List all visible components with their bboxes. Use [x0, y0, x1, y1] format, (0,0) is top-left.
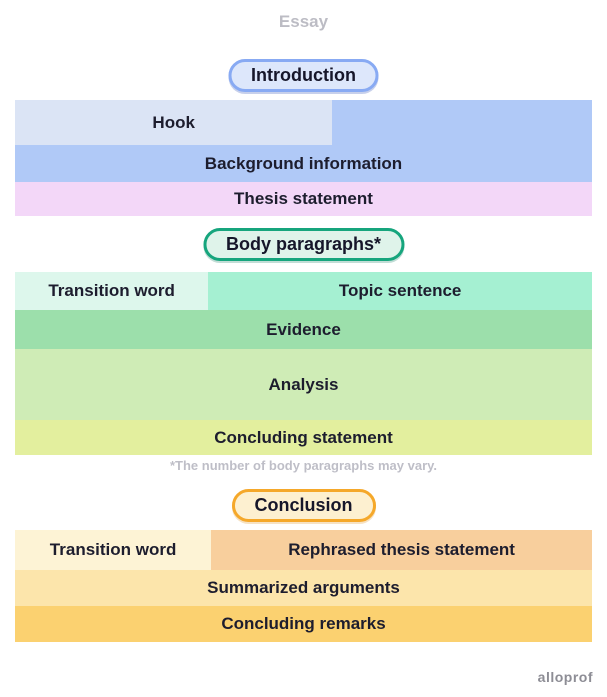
introduction-pill: Introduction: [228, 59, 379, 92]
hook-filler-cell: [332, 100, 592, 145]
background-information-row: Background information: [15, 145, 592, 182]
conclusion-table: Transition word Rephrased thesis stateme…: [15, 530, 592, 642]
body-top-row: Transition word Topic sentence: [15, 272, 592, 310]
thesis-statement-row: Thesis statement: [15, 182, 592, 216]
hook-row: Hook: [15, 100, 592, 145]
concluding-statement-row: Concluding statement: [15, 420, 592, 455]
analysis-cell: Analysis: [15, 349, 592, 420]
topic-sentence-cell: Topic sentence: [208, 272, 592, 310]
analysis-row: Analysis: [15, 349, 592, 420]
conclusion-pill: Conclusion: [231, 489, 376, 522]
evidence-cell: Evidence: [15, 310, 592, 349]
thesis-statement-cell: Thesis statement: [15, 182, 592, 216]
conclusion-transition-word-cell: Transition word: [15, 530, 212, 570]
summarized-arguments-row: Summarized arguments: [15, 570, 592, 606]
alloprof-watermark: alloprof: [537, 669, 593, 685]
hook-cell: Hook: [15, 100, 333, 145]
concluding-remarks-row: Concluding remarks: [15, 606, 592, 642]
conclusion-top-row: Transition word Rephrased thesis stateme…: [15, 530, 592, 570]
rephrased-thesis-statement-cell: Rephrased thesis statement: [211, 530, 592, 570]
body-table: Transition word Topic sentence Evidence …: [15, 272, 592, 455]
evidence-row: Evidence: [15, 310, 592, 349]
body-transition-word-cell: Transition word: [15, 272, 209, 310]
concluding-remarks-cell: Concluding remarks: [15, 606, 592, 642]
body-paragraphs-pill: Body paragraphs*: [202, 228, 405, 261]
page-title: Essay: [278, 12, 329, 31]
concluding-statement-cell: Concluding statement: [15, 420, 592, 455]
summarized-arguments-cell: Summarized arguments: [15, 570, 592, 606]
introduction-table: Hook Background information Thesis state…: [15, 100, 592, 216]
background-information-cell: Background information: [15, 145, 592, 182]
body-footnote: *The number of body paragraphs may vary.: [169, 458, 438, 473]
